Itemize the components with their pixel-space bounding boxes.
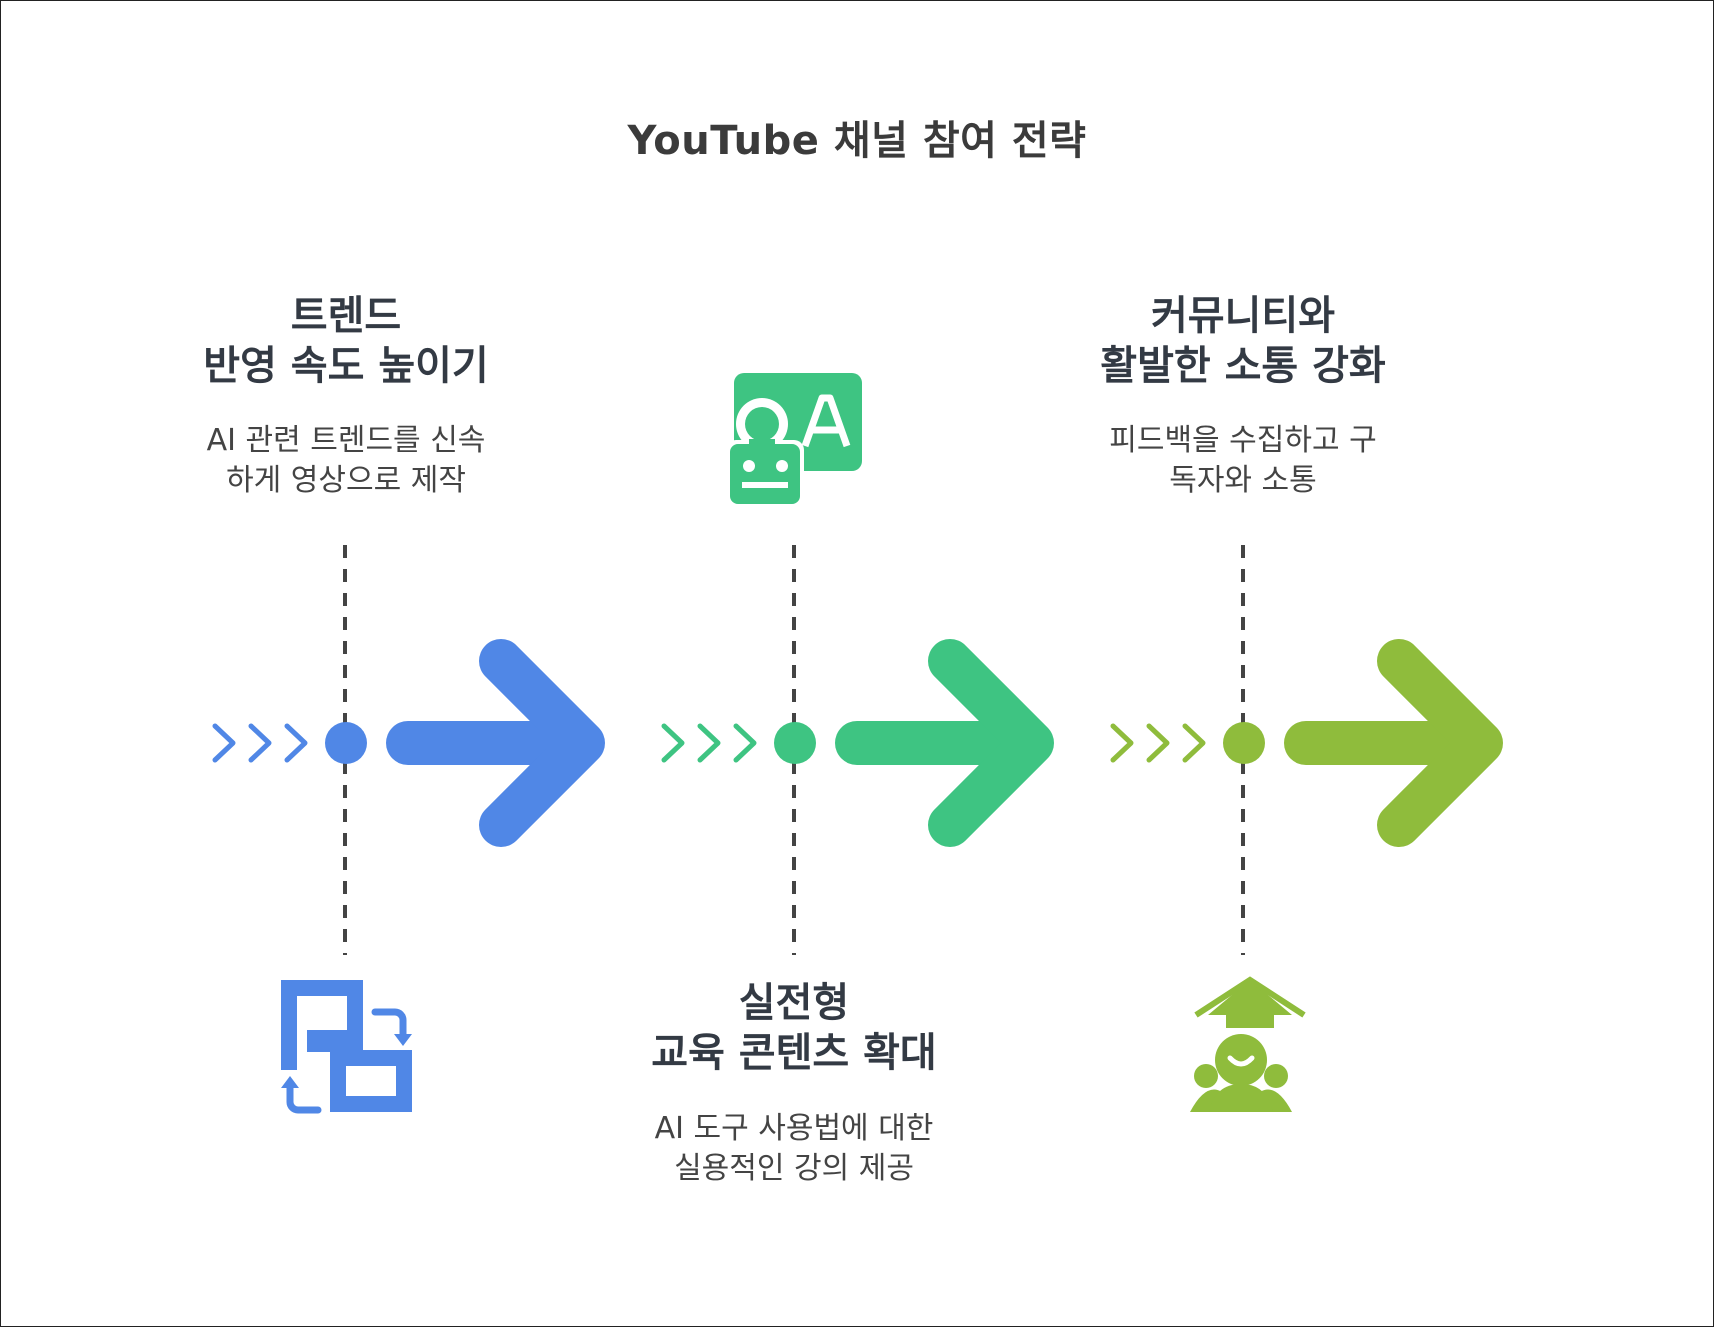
stage-3-dot (1223, 722, 1265, 764)
stage-3-description: 피드백을 수집하고 구 독자와 소통 (1063, 421, 1423, 501)
stage-1-title-line-1: 트렌드 (290, 293, 402, 339)
stage-2-title-line-2: 교육 콘텐츠 확대 (651, 1030, 937, 1076)
stage-3-title-line-2: 활발한 소통 강화 (1100, 343, 1386, 389)
layout-swap-icon (281, 980, 412, 1114)
stage-3-title-line-1: 커뮤니티와 (1151, 293, 1335, 339)
stage-3-desc-line-1: 피드백을 수집하고 구 (1109, 423, 1377, 458)
diagram-title: YouTube 채널 참여 전략 (627, 118, 1087, 164)
stage-3-arrow (1284, 639, 1503, 847)
stage-1-desc-line-1: AI 관련 트렌드를 신속 (206, 423, 486, 458)
stage-1-arrow (386, 639, 605, 847)
stage-3-title: 커뮤니티와 활발한 소통 강화 (1063, 291, 1423, 391)
stage-1-chevrons (212, 723, 308, 763)
stage-1-description: AI 관련 트렌드를 신속 하게 영상으로 제작 (166, 421, 526, 501)
stage-2-desc-line-2: 실용적인 강의 제공 (674, 1151, 914, 1186)
robot-translate-icon (726, 373, 862, 504)
stage-2-arrow (835, 639, 1054, 847)
stage-2-dot (774, 722, 816, 764)
stage-1-desc-line-2: 하게 영상으로 제작 (226, 463, 466, 498)
stage-1-title-line-2: 반영 속도 높이기 (203, 343, 489, 389)
stage-1-dot (325, 722, 367, 764)
stage-2-description: AI 도구 사용법에 대한 실용적인 강의 제공 (614, 1109, 974, 1189)
stage-2-desc-line-1: AI 도구 사용법에 대한 (654, 1111, 934, 1146)
stage-3-chevrons (1110, 723, 1206, 763)
stage-2-title: 실전형 교육 콘텐츠 확대 (614, 978, 974, 1078)
stage-3-desc-line-2: 독자와 소통 (1169, 463, 1317, 498)
stage-1-title: 트렌드 반영 속도 높이기 (166, 291, 526, 391)
stage-3-flow (1110, 545, 1503, 955)
stage-1-flow (212, 545, 605, 955)
stage-2-title-line-1: 실전형 (738, 980, 850, 1026)
stage-2-chevrons (661, 723, 757, 763)
stage-2-flow (661, 545, 1054, 955)
community-growth-icon (1190, 976, 1306, 1112)
